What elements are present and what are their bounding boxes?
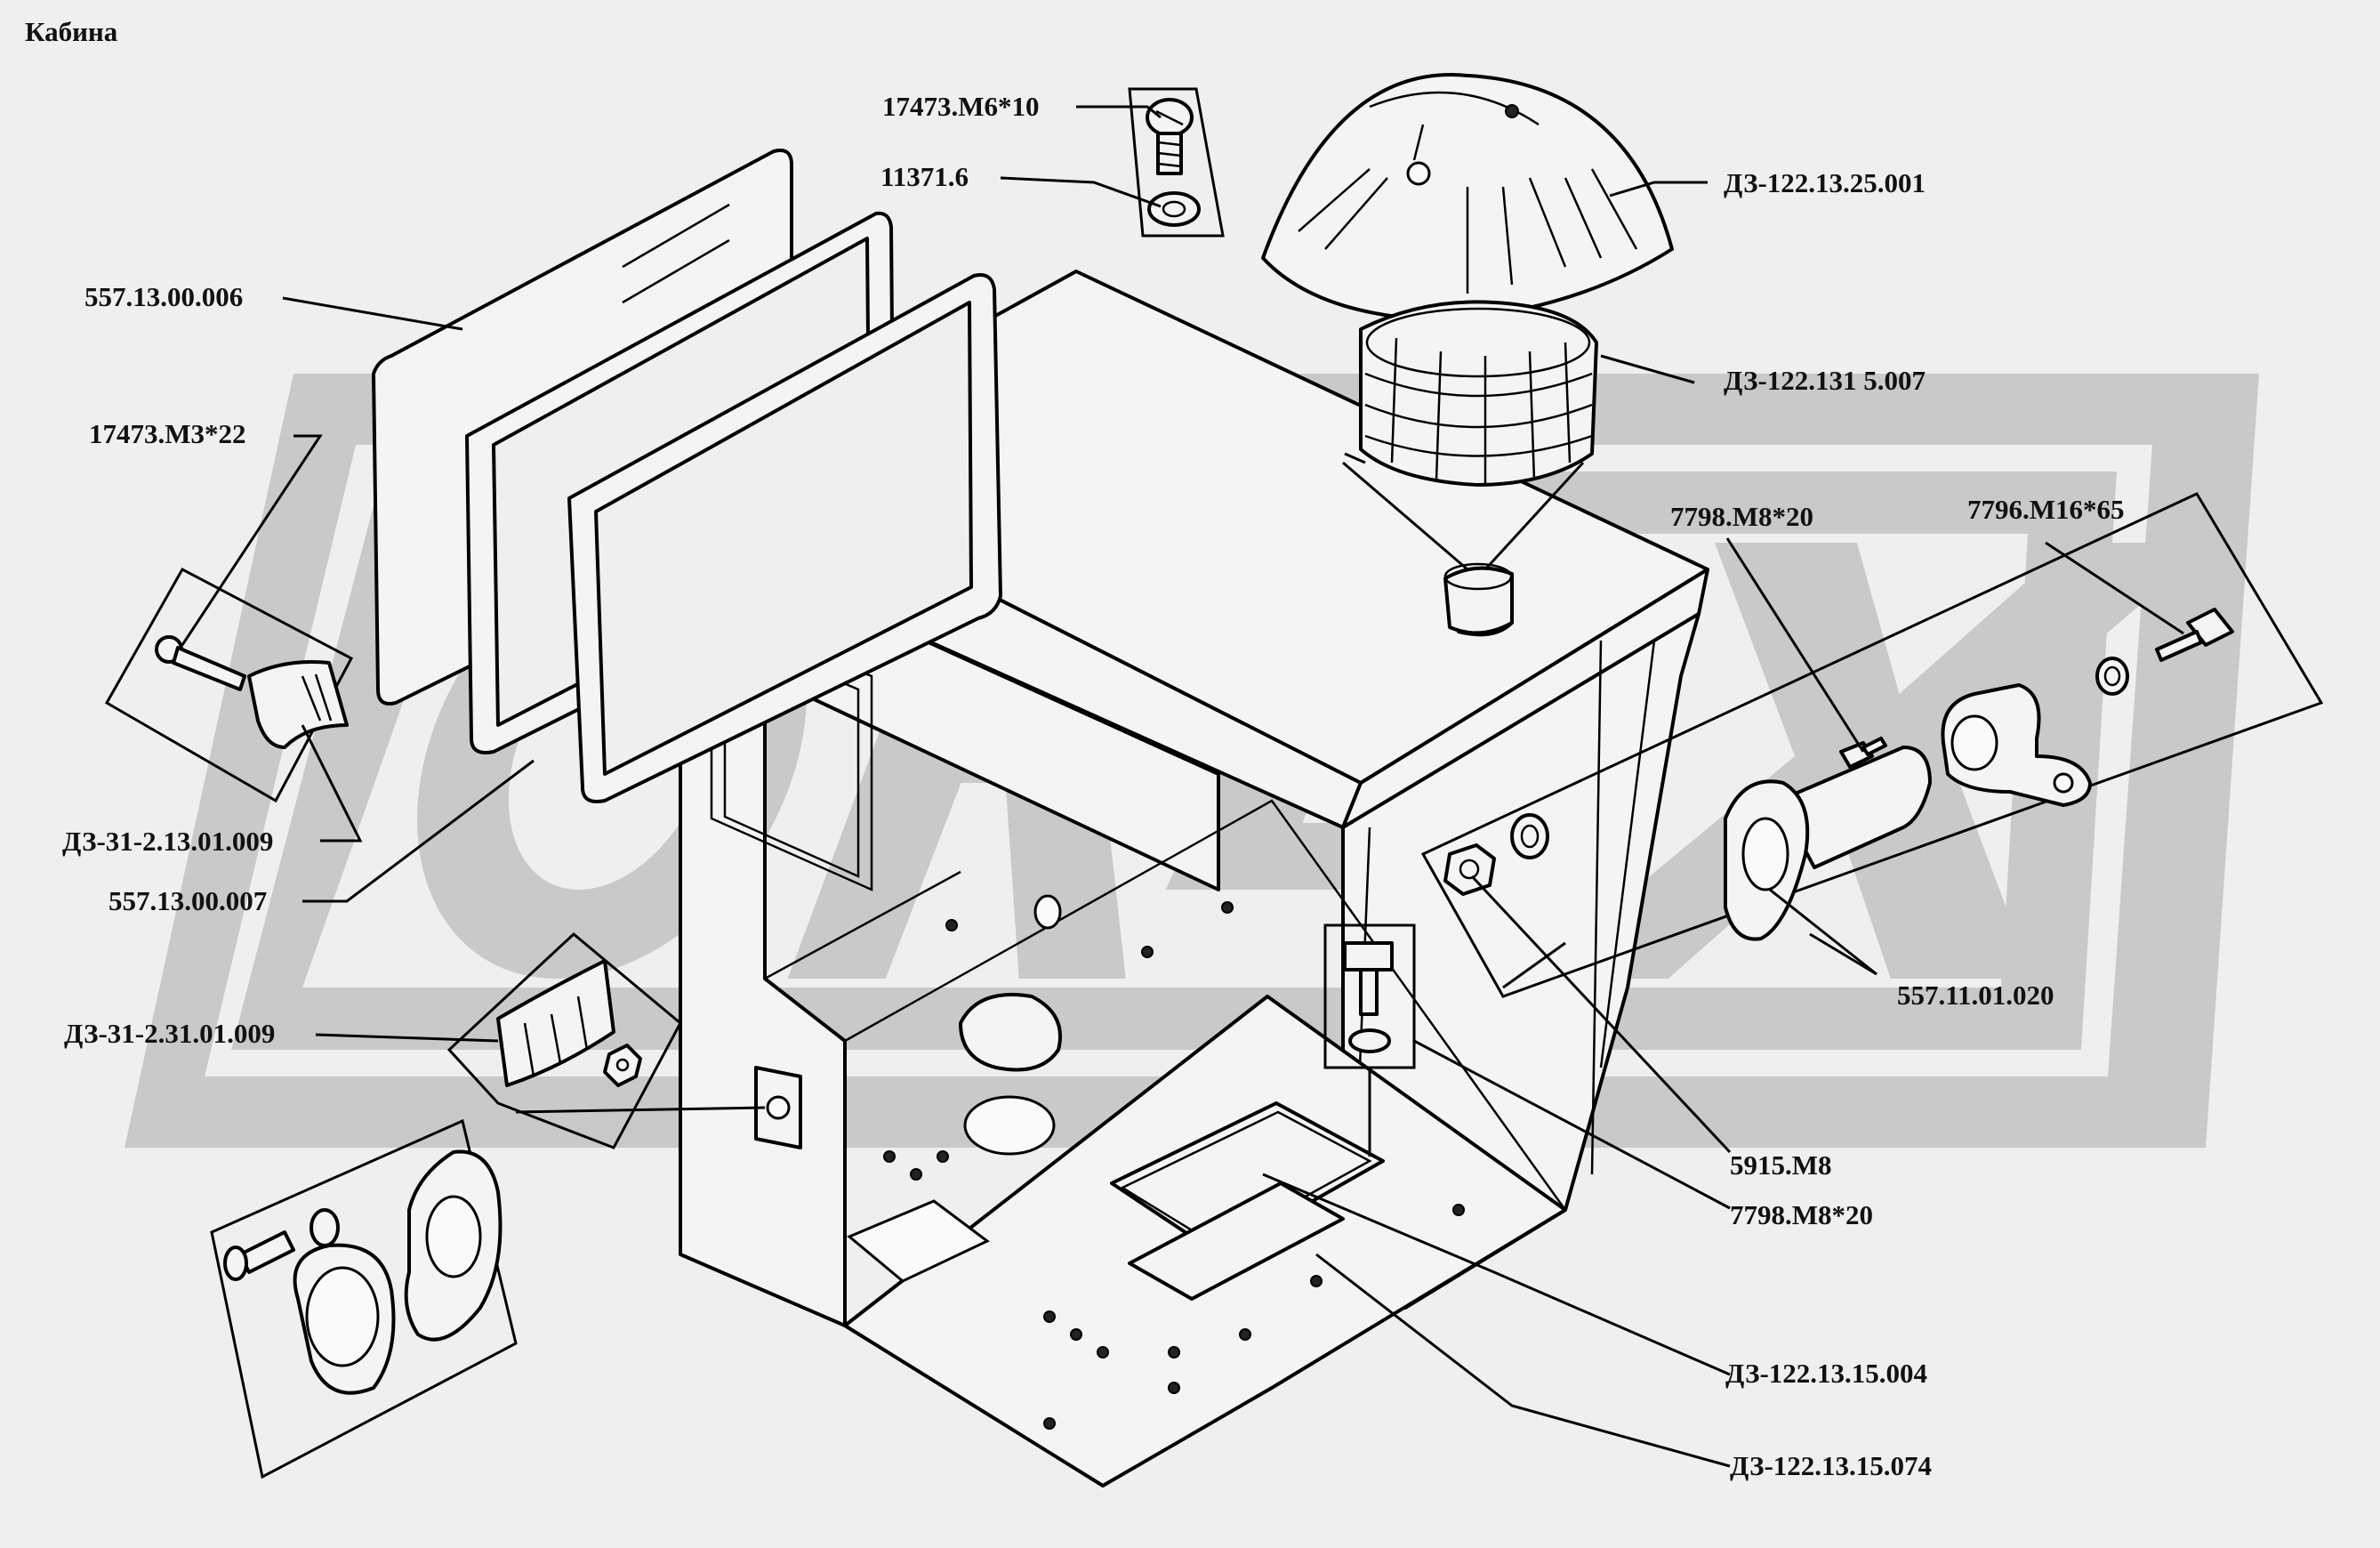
bushing bbox=[1443, 562, 1514, 635]
bottom-bolt-inset bbox=[1323, 923, 1416, 1069]
bolt-washer-inset bbox=[1128, 87, 1225, 238]
lower-left-inset bbox=[446, 932, 682, 1149]
left-bolt-inset bbox=[104, 567, 354, 803]
part-label-11371-6: 11371.6 bbox=[880, 161, 969, 192]
page-title: Кабина bbox=[25, 16, 118, 47]
part-label-17473-m3-22: 17473.М3*22 bbox=[89, 418, 246, 449]
part-label-dz-122-13-25-001: ДЗ-122.13.25.001 bbox=[1724, 167, 1926, 198]
part-label-dz-122-13-15-004: ДЗ-122.13.15.004 bbox=[1725, 1358, 1928, 1389]
part-label-dz-122-131-5-007: ДЗ-122.131 5.007 bbox=[1724, 365, 1926, 396]
part-label-557-11-01-020: 557.11.01.020 bbox=[1897, 980, 2054, 1011]
mesh-filter bbox=[1359, 300, 1598, 487]
part-label-7798-m8-20-top: 7798.М8*20 bbox=[1670, 501, 1814, 532]
part-label-7798-m8-20-bottom: 7798.М8*20 bbox=[1730, 1199, 1874, 1230]
flange-inset bbox=[210, 1118, 518, 1479]
leader-lines bbox=[181, 105, 2184, 1468]
part-label-dz-122-13-15-074: ДЗ-122.13.15.074 bbox=[1730, 1450, 1933, 1481]
part-label-dz-31-2-31-01-009: ДЗ-31-2.31.01.009 bbox=[64, 1018, 276, 1049]
part-label-5915-m8: 5915.М8 bbox=[1730, 1149, 1832, 1181]
right-axle-inset bbox=[1420, 492, 2324, 998]
vent-cap bbox=[1261, 73, 1674, 322]
part-label-557-13-00-006: 557.13.00.006 bbox=[84, 281, 244, 312]
part-label-557-13-00-007: 557.13.00.007 bbox=[109, 885, 268, 916]
window-seal-inner bbox=[567, 273, 1002, 803]
part-label-7796-m16-65: 7796.М16*65 bbox=[1967, 494, 2125, 525]
part-label-dz-31-2-13-01-009: ДЗ-31-2.13.01.009 bbox=[62, 826, 274, 857]
part-label-17473-m6-10: 17473.М6*10 bbox=[882, 91, 1040, 122]
